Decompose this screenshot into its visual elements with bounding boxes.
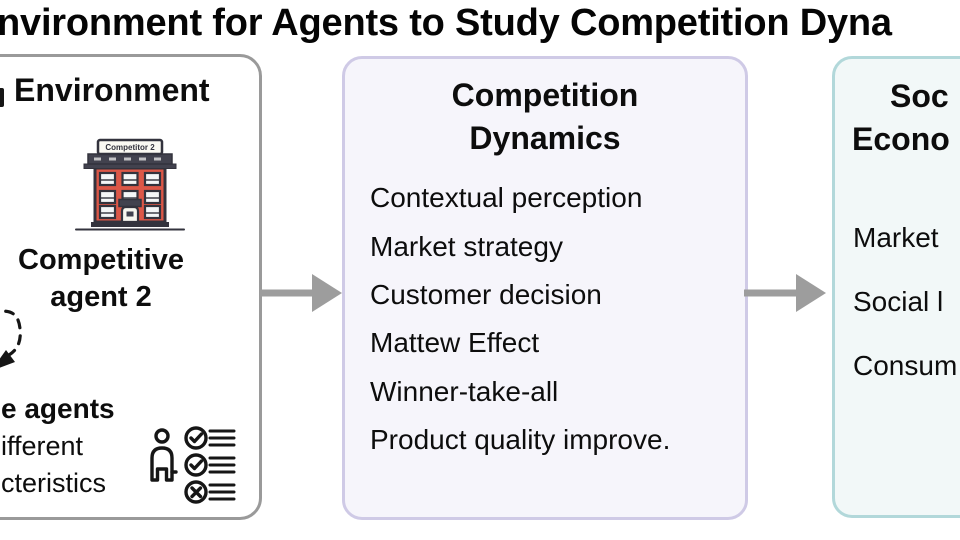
- dashed-loop-arrow-icon: [0, 309, 22, 368]
- competition-dynamics-panel: [342, 56, 748, 520]
- list-item-mattew-effect: Mattew Effect: [370, 327, 540, 359]
- person-body: [150, 446, 174, 482]
- diverse-agents-label: e agents ifferent cteristics: [1, 390, 115, 503]
- competitive-agent-label: Competitive agent 2: [0, 242, 262, 316]
- arrow-right-icon-1: [260, 274, 342, 312]
- competition-dynamics-heading: Competition Dynamics: [342, 74, 748, 160]
- building-windows: [98, 171, 162, 220]
- competition-dynamics-heading-line1: Competition: [451, 77, 639, 113]
- social-economics-heading-line2: Econo: [852, 121, 950, 157]
- list-item-product-quality: Product quality improve.: [370, 424, 671, 456]
- right-item-social: Social l: [853, 286, 944, 317]
- diverse-agents-line3: cteristics: [1, 468, 107, 498]
- right-item-market: Market: [853, 222, 939, 253]
- social-economics-heading-line1: Soc: [890, 78, 949, 114]
- list-item-customer-decision: Customer decision: [370, 278, 602, 310]
- diverse-agents-line2: ifferent: [1, 430, 84, 461]
- environment-panel-heading: Environment: [14, 72, 210, 108]
- environment-panel: [0, 54, 262, 520]
- competition-dynamics-heading-line2: Dynamics: [469, 120, 621, 156]
- door-sign: [118, 198, 142, 208]
- clipped-letter-fragment: [0, 88, 4, 107]
- building-base: [91, 222, 169, 227]
- check-mark-1: [189, 432, 204, 444]
- dynamics-list: Contextual perception Market strategy Cu…: [370, 174, 670, 464]
- page-title: nvironment for Agents to Study Competiti…: [0, 2, 892, 44]
- person-head: [154, 428, 170, 444]
- building-icon: Competitor 2: [75, 138, 185, 231]
- loop-arrowhead: [0, 350, 15, 368]
- person-checklist-icon: [150, 426, 236, 504]
- cornice-ticks: [94, 157, 161, 161]
- check-mark-2: [189, 459, 204, 471]
- building-sign-label: Competitor 2: [105, 143, 155, 152]
- diverse-agents-line1: e agents: [1, 393, 115, 424]
- door-window: [126, 211, 134, 217]
- list-item-winner-take-all: Winner-take-all: [370, 375, 559, 407]
- window-sills: [100, 179, 160, 214]
- social-economics-panel: [832, 56, 960, 518]
- competitive-agent-label-line2: agent 2: [50, 281, 152, 313]
- competitive-agent-label-line1: Competitive: [18, 244, 184, 276]
- building-sign: [96, 138, 164, 156]
- list-item-market-strategy: Market strategy: [370, 230, 563, 262]
- right-item-consumer: Consum: [853, 350, 958, 381]
- x-mark: [190, 486, 203, 499]
- arrow-right-icon-2: [744, 274, 826, 312]
- checklist-lines: [208, 429, 236, 501]
- list-item-contextual-perception: Contextual perception: [370, 182, 643, 214]
